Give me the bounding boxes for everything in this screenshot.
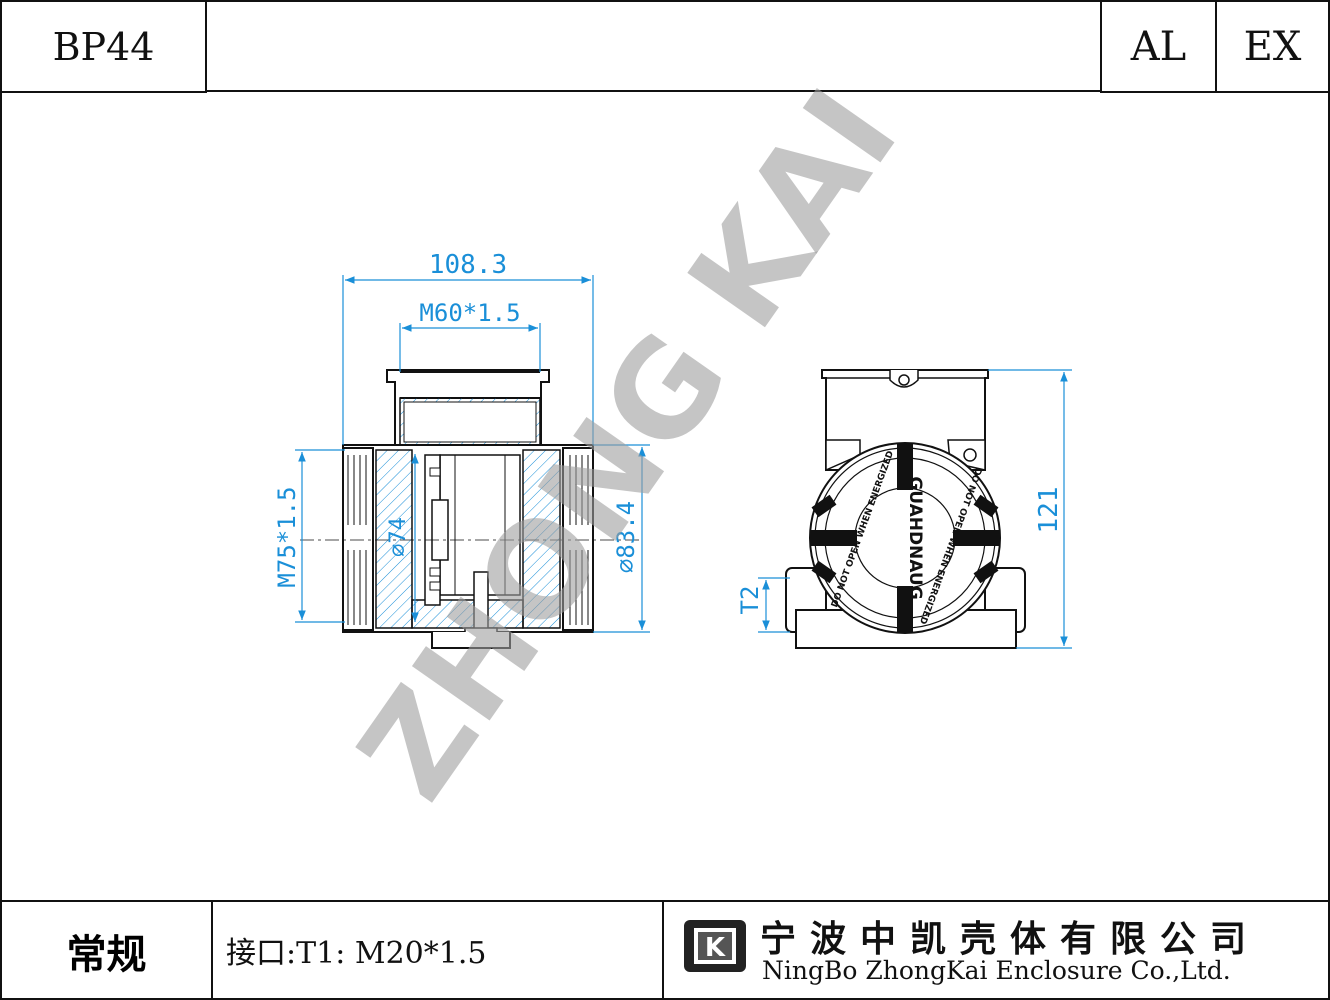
tag-ex-cell: EX — [1215, 0, 1330, 93]
dim-height: 121 — [1034, 487, 1064, 534]
logo-letter: K — [705, 933, 726, 963]
company-name-cn: 宁波中凯壳体有限公司 — [760, 919, 1261, 960]
front-view — [785, 369, 1026, 649]
section-view — [300, 369, 640, 649]
footer-category: 常规 — [66, 931, 147, 978]
dim-side-thread: M75*1.5 — [273, 486, 301, 587]
section-dimensions — [295, 275, 650, 633]
model-cell: BP44 — [0, 0, 207, 93]
tag-al: AL — [1130, 23, 1187, 70]
dim-top-thread: M60*1.5 — [419, 299, 520, 327]
company-name-en: NingBo ZhongKai Enclosure Co.,Ltd. — [762, 956, 1231, 985]
tag-al-cell: AL — [1100, 0, 1217, 93]
cover-center-text: GUAHDNAUG — [905, 476, 925, 599]
front-dimensions — [758, 369, 1072, 649]
dim-overall-width: 108.3 — [429, 250, 507, 280]
model-number: BP44 — [52, 24, 155, 69]
footer-interface: 接口:T1: M20*1.5 — [226, 936, 487, 971]
footer-category-cell: 常规 — [0, 901, 213, 1000]
dim-outer-diameter: ⌀83.4 — [612, 501, 640, 573]
company-logo: K — [684, 920, 746, 972]
tag-ex: EX — [1243, 23, 1302, 70]
dim-port-label: T2 — [736, 586, 764, 615]
dim-inner-diameter: ⌀74 — [386, 517, 411, 557]
